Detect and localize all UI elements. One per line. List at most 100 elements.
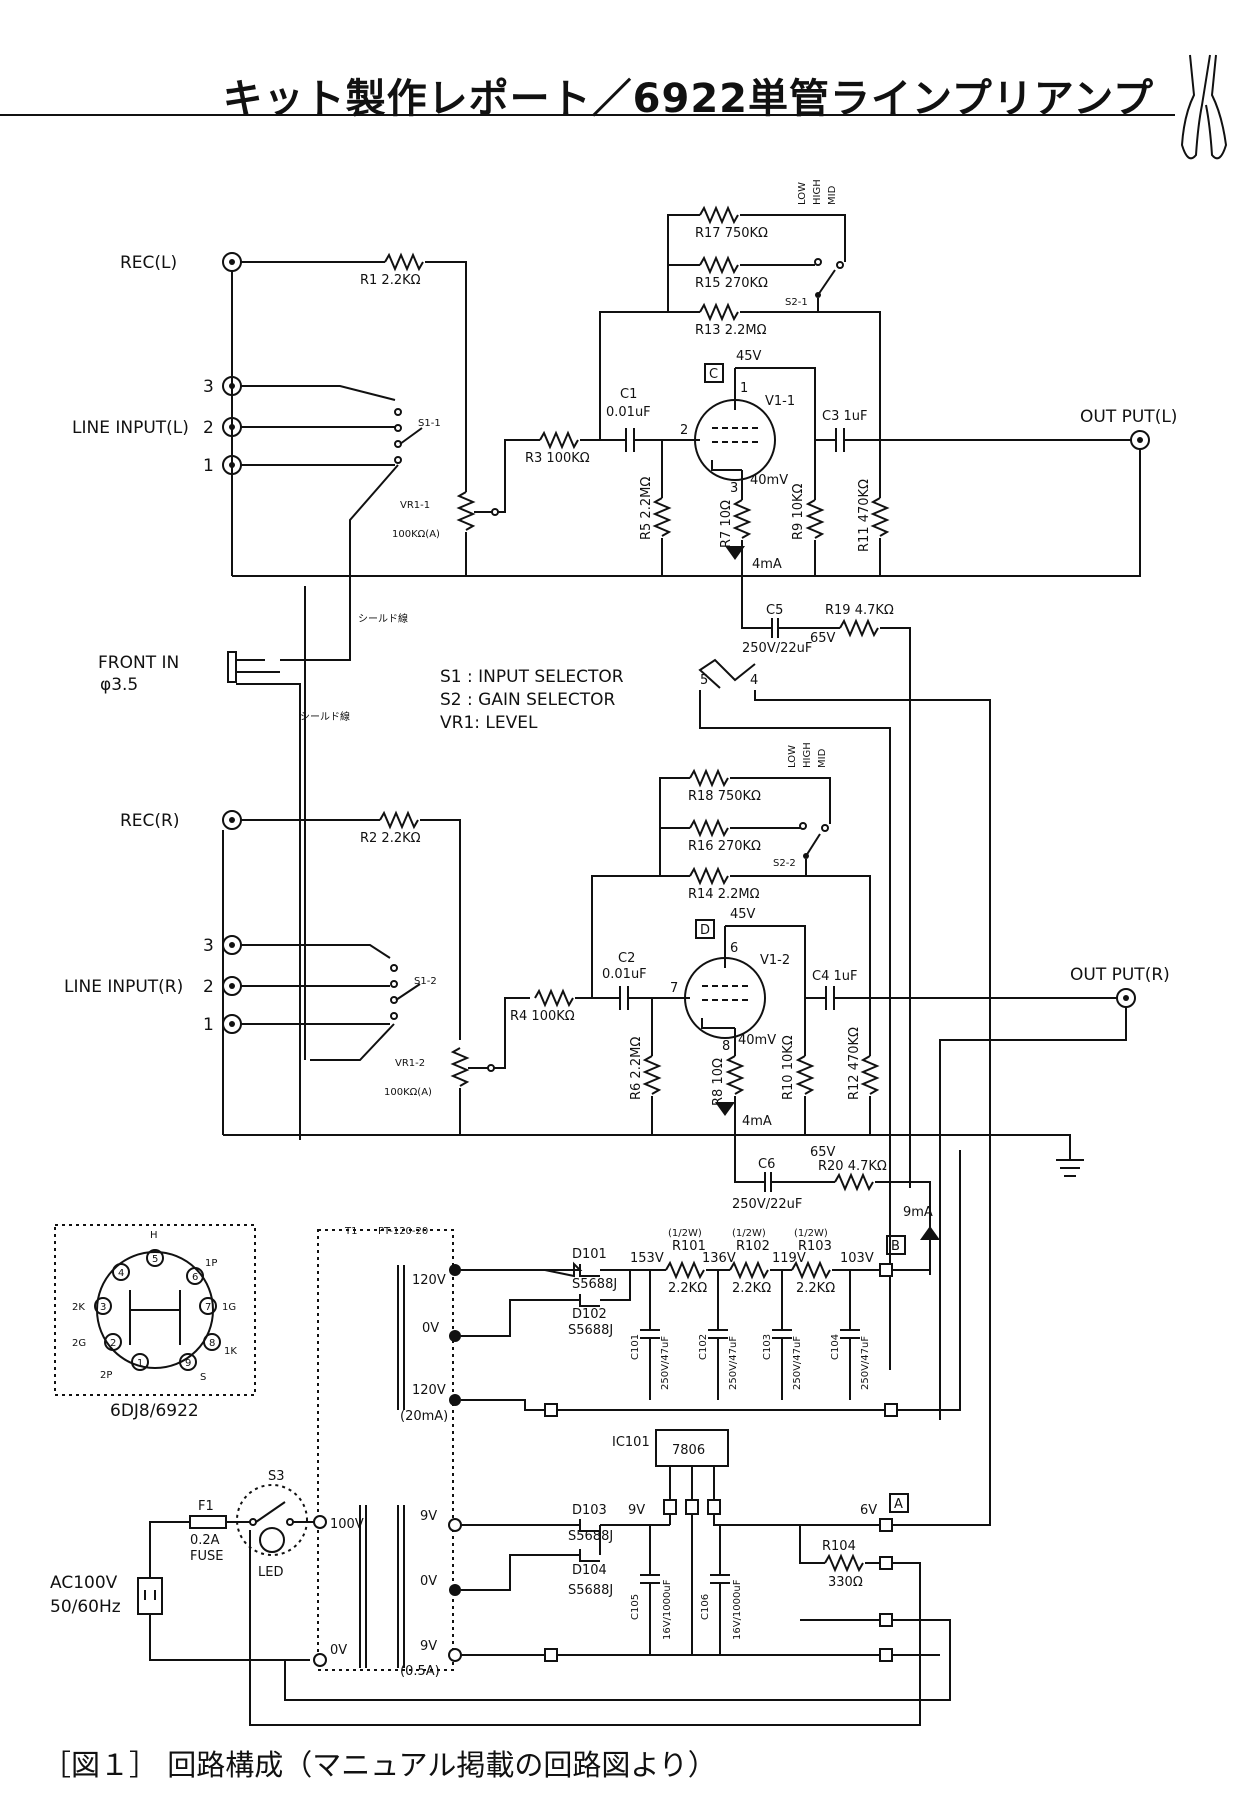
r103-label: R103 xyxy=(798,1239,832,1254)
c104-label: C104 xyxy=(830,1334,841,1360)
jack-num-r-1: 1 xyxy=(203,1015,214,1035)
c6-name: C6 xyxy=(758,1157,775,1172)
legend-vr1: VR1: LEVEL xyxy=(440,713,538,733)
v1-2-label: V1-2 xyxy=(760,953,790,968)
pin-7-label: 7 xyxy=(670,981,678,996)
pin-8: 8 xyxy=(209,1338,215,1349)
r13-label: R13 2.2MΩ xyxy=(695,323,767,338)
c1-value: 0.01uF xyxy=(606,405,651,420)
pin-5-label: 5 xyxy=(700,673,708,688)
s2-2-label: S2-2 xyxy=(773,858,796,869)
pin-1-label: 1 xyxy=(740,381,748,396)
shield-label-r: シールド線 xyxy=(300,710,350,723)
r102-value: 2.2KΩ xyxy=(732,1281,771,1296)
ground-symbol xyxy=(1056,1159,1084,1177)
r8-label: R8 10Ω xyxy=(711,1058,726,1106)
r6-label: R6 2.2MΩ xyxy=(629,1037,644,1100)
c2-value: 0.01uF xyxy=(602,967,647,982)
r5-label: R5 2.2MΩ xyxy=(639,477,654,540)
pliers-icon xyxy=(1180,54,1228,160)
vr1-2-label: VR1-2 xyxy=(395,1058,425,1069)
s5688j-1: S5688J xyxy=(572,1277,617,1292)
v0p-label: 0V xyxy=(330,1643,347,1658)
v45-label-r: 45V xyxy=(730,907,756,922)
test-point-a-label: A xyxy=(894,1497,903,1512)
c102-label: C102 xyxy=(698,1334,709,1360)
a05: (0.5A) xyxy=(400,1664,440,1679)
test-point-d-label: D xyxy=(700,923,710,938)
t1-label: T1 xyxy=(344,1226,357,1237)
ma4-l: 4mA xyxy=(752,557,782,572)
vr1-1-label: VR1-1 xyxy=(400,500,430,511)
mv40-r: 40mV xyxy=(738,1033,776,1048)
jack-num-2: 2 xyxy=(203,418,214,438)
v45-label-l: 45V xyxy=(736,349,762,364)
pin-s: S xyxy=(200,1372,206,1383)
out-l-label: OUT PUT(L) xyxy=(1080,407,1177,427)
test-point-a xyxy=(889,1493,909,1513)
c101-value: 250V/47uF xyxy=(660,1336,671,1390)
mv40-l: 40mV xyxy=(750,473,788,488)
test-point-c xyxy=(704,363,724,383)
r104-value: 330Ω xyxy=(828,1575,863,1590)
line-in-r-jack-2 xyxy=(222,976,242,996)
fuse-rating: 0.2A xyxy=(190,1533,220,1548)
r101-value: 2.2KΩ xyxy=(668,1281,707,1296)
v100-label: 100V xyxy=(330,1517,364,1532)
half-w-3: (1/2W) xyxy=(794,1228,828,1239)
gain-mid-l: MID xyxy=(827,185,838,205)
pin-7: 7 xyxy=(205,1302,211,1313)
line-in-r-jack-3 xyxy=(222,935,242,955)
r9-label: R9 10KΩ xyxy=(791,483,806,540)
ma20: (20mA) xyxy=(400,1409,448,1424)
front-in-jack xyxy=(227,651,301,1140)
r4-label: R4 100KΩ xyxy=(510,1009,575,1024)
ac-voltage: AC100V xyxy=(50,1573,118,1593)
pin-3: 3 xyxy=(100,1302,106,1313)
pin-1: 1 xyxy=(137,1358,143,1369)
v120b: 120V xyxy=(412,1383,446,1398)
s3-label: S3 xyxy=(268,1469,285,1484)
c101-label: C101 xyxy=(630,1334,641,1360)
pin-8-label: 8 xyxy=(722,1039,730,1054)
r14-label: R14 2.2MΩ xyxy=(688,887,760,902)
vr1-2-value: 100KΩ(A) xyxy=(384,1087,432,1098)
out-r-label: OUT PUT(R) xyxy=(1070,965,1170,985)
test-point-c-label: C xyxy=(709,367,718,382)
reg-label: 7806 xyxy=(672,1443,705,1458)
fuse-label: FUSE xyxy=(190,1549,223,1564)
pin-3-label: 3 xyxy=(730,481,738,496)
gain-high-l: HIGH xyxy=(812,179,823,205)
jack-num-1: 1 xyxy=(203,456,214,476)
v153: 153V xyxy=(630,1251,664,1266)
c105-value: 16V/1000uF xyxy=(662,1579,673,1640)
r3-label: R3 100KΩ xyxy=(525,451,590,466)
ac-inlet-icon xyxy=(137,1577,163,1615)
r10-label: R10 10KΩ xyxy=(781,1035,796,1100)
c5-value: 250V/22uF xyxy=(742,641,812,656)
r20-label: R20 4.7KΩ xyxy=(818,1159,887,1174)
front-in-size: φ3.5 xyxy=(100,675,138,695)
c3-label: C3 1uF xyxy=(822,409,867,424)
pt-model: PT-120-20 xyxy=(378,1226,428,1237)
s1-2-label: S1-2 xyxy=(414,976,437,987)
s5688j-2: S5688J xyxy=(568,1323,613,1338)
c2-name: C2 xyxy=(618,951,635,966)
c105-label: C105 xyxy=(630,1594,641,1620)
c1-name: C1 xyxy=(620,387,637,402)
pin-9: 9 xyxy=(185,1358,191,1369)
v9-c: 9V xyxy=(420,1639,437,1654)
switch-s3-outline[interactable] xyxy=(236,1484,308,1556)
ma9: 9mA xyxy=(903,1205,933,1220)
half-w-2: (1/2W) xyxy=(732,1228,766,1239)
r104-label: R104 xyxy=(822,1539,856,1554)
test-point-b xyxy=(886,1235,906,1255)
jack-num-r-2: 2 xyxy=(203,977,214,997)
v0-b: 0V xyxy=(420,1574,437,1589)
pin-2: 2 xyxy=(110,1338,116,1349)
half-w-1: (1/2W) xyxy=(668,1228,702,1239)
v103: 103V xyxy=(840,1251,874,1266)
r17-label: R17 750KΩ xyxy=(695,226,768,241)
v9-b: 9V xyxy=(420,1509,437,1524)
pin-1p: 1P xyxy=(205,1258,217,1269)
